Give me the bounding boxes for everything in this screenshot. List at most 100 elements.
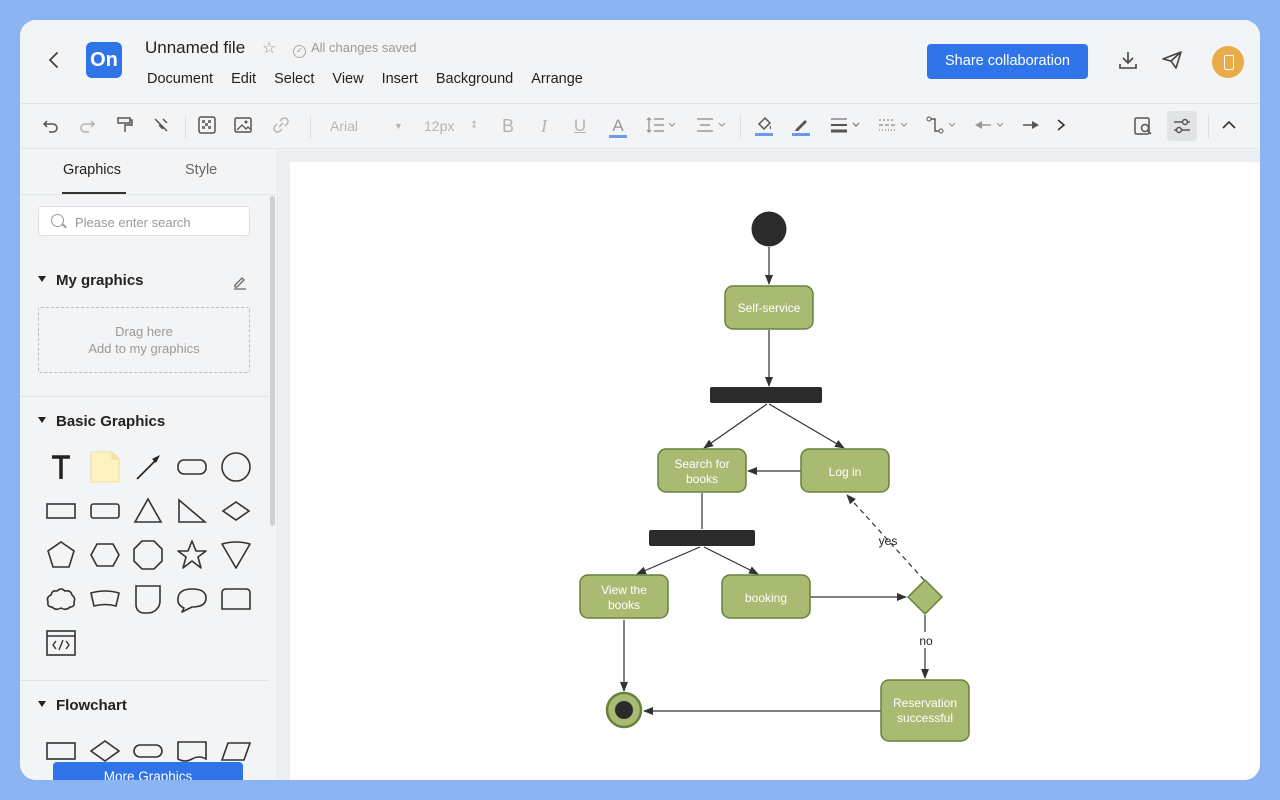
final-node[interactable] <box>605 691 643 729</box>
rectangle-shape-icon[interactable] <box>43 493 79 529</box>
document-shape-icon[interactable] <box>174 733 210 769</box>
start-arrow-icon[interactable] <box>972 115 1006 137</box>
end-arrow-icon[interactable] <box>1020 115 1042 137</box>
avatar[interactable] <box>1212 46 1244 78</box>
data-shape-icon[interactable] <box>218 733 254 769</box>
menu-view[interactable]: View <box>332 71 364 87</box>
menu-edit[interactable]: Edit <box>231 71 257 87</box>
speech-bubble-shape-icon[interactable] <box>174 581 210 617</box>
redo-icon[interactable] <box>76 115 98 137</box>
italic-icon[interactable]: I <box>541 116 547 136</box>
connector-style-icon[interactable] <box>924 115 958 137</box>
active-tab-indicator <box>62 192 126 194</box>
toolbar: Arial ▼ 12px ⇕ B I U A <box>20 103 1260 149</box>
initial-node[interactable] <box>751 211 787 247</box>
edge-fork2-to-view[interactable] <box>636 546 701 575</box>
sidebar-scrollbar[interactable] <box>270 196 275 526</box>
code-block-shape-icon[interactable] <box>43 625 79 661</box>
fork-bar[interactable] <box>710 387 822 403</box>
line-style-icon[interactable] <box>876 115 910 137</box>
action-log-in[interactable]: Log in <box>800 448 890 493</box>
funnel-shape-icon[interactable] <box>218 537 254 573</box>
edge-decision-yes-to-login[interactable] <box>846 494 925 581</box>
right-triangle-shape-icon[interactable] <box>174 493 210 529</box>
fill-pattern-icon[interactable] <box>196 115 218 137</box>
font-family-select[interactable]: Arial ▼ <box>330 115 410 137</box>
menu-document[interactable]: Document <box>147 71 214 87</box>
more-graphics-button[interactable]: More Graphics <box>53 762 243 780</box>
star-shape-icon[interactable] <box>174 537 210 573</box>
undo-icon[interactable] <box>40 115 62 137</box>
note-shape-icon[interactable] <box>87 449 123 485</box>
file-name[interactable]: Unnamed file <box>145 38 246 57</box>
font-size-select[interactable]: 12px ⇕ <box>424 115 484 137</box>
edge-fork2-to-booking[interactable] <box>703 546 759 575</box>
octagon-shape-icon[interactable] <box>130 537 166 573</box>
decision-node[interactable] <box>906 578 944 616</box>
hexagon-shape-icon[interactable] <box>87 537 123 573</box>
download-icon[interactable] <box>1115 48 1141 74</box>
clear-format-icon[interactable] <box>150 115 172 137</box>
star-icon[interactable]: ☆ <box>262 40 277 57</box>
rounded-rect-shape-icon[interactable] <box>174 449 210 485</box>
arrow-shape-icon[interactable] <box>130 449 166 485</box>
banner-shape-icon[interactable] <box>87 581 123 617</box>
action-view-books[interactable]: View the books <box>579 574 669 619</box>
section-title: My graphics <box>56 272 144 289</box>
find-icon[interactable] <box>1131 115 1155 137</box>
action-search-books[interactable]: Search for books <box>657 448 747 493</box>
link-icon[interactable] <box>270 115 292 137</box>
menu-select[interactable]: Select <box>274 71 315 87</box>
send-icon[interactable] <box>1159 48 1185 74</box>
font-color-icon[interactable]: A <box>608 115 628 138</box>
collapse-toolbar-icon[interactable] <box>1219 115 1239 137</box>
drawing-page[interactable]: Self-service Search for books Log in <box>290 162 1260 780</box>
search-input[interactable] <box>75 212 245 232</box>
format-painter-icon[interactable] <box>114 115 136 137</box>
section-basic-graphics[interactable]: Basic Graphics <box>38 413 165 430</box>
chevron-right-icon[interactable] <box>1052 115 1070 137</box>
bold-icon[interactable]: B <box>501 116 514 136</box>
rounded-rectangle-shape-icon[interactable] <box>87 493 123 529</box>
settings-panel-icon[interactable] <box>1167 111 1197 141</box>
app-logo[interactable]: On <box>86 42 122 78</box>
menu-insert[interactable]: Insert <box>381 71 418 87</box>
my-graphics-dropzone[interactable]: Drag here Add to my graphics <box>38 307 250 373</box>
text-shape-icon[interactable] <box>43 449 79 485</box>
menu-arrange[interactable]: Arrange <box>531 71 583 87</box>
line-weight-icon[interactable] <box>828 115 862 137</box>
card-shape-icon[interactable] <box>218 581 254 617</box>
activity-diagram: Self-service Search for books Log in <box>579 211 970 742</box>
pentagon-shape-icon[interactable] <box>43 537 79 573</box>
edge-fork-to-search[interactable] <box>703 403 768 449</box>
menu-background[interactable]: Background <box>435 71 514 87</box>
terminator-shape-icon[interactable] <box>130 733 166 769</box>
circle-shape-icon[interactable] <box>218 449 254 485</box>
edit-icon[interactable] <box>232 274 248 293</box>
node-label: Log in <box>829 465 862 479</box>
cloud-shape-icon[interactable] <box>43 581 79 617</box>
decision-shape-icon[interactable] <box>87 733 123 769</box>
action-booking[interactable]: booking <box>721 574 811 619</box>
tab-graphics[interactable]: Graphics <box>63 162 122 178</box>
fill-color-icon[interactable] <box>753 115 775 137</box>
diamond-shape-icon[interactable] <box>218 493 254 529</box>
action-self-service[interactable]: Self-service <box>724 285 814 330</box>
save-status: ✓All changes saved <box>293 40 417 58</box>
back-arrow-icon[interactable] <box>44 48 64 72</box>
underline-icon[interactable]: U <box>573 116 587 135</box>
image-icon[interactable] <box>232 115 254 137</box>
process-shape-icon[interactable] <box>43 733 79 769</box>
delay-shape-icon[interactable] <box>130 581 166 617</box>
action-reservation-successful[interactable]: Reservation successful <box>880 679 970 742</box>
tab-style[interactable]: Style <box>185 162 218 178</box>
align-icon[interactable] <box>694 115 728 137</box>
share-collaboration-button[interactable]: Share collaboration <box>927 44 1088 79</box>
triangle-shape-icon[interactable] <box>130 493 166 529</box>
section-flowchart[interactable]: Flowchart <box>38 697 127 714</box>
edge-fork-to-login[interactable] <box>768 403 845 449</box>
line-color-icon[interactable] <box>790 115 812 137</box>
fork-bar-2[interactable] <box>649 530 755 546</box>
line-spacing-icon[interactable] <box>644 115 678 137</box>
section-my-graphics[interactable]: My graphics <box>38 272 144 289</box>
